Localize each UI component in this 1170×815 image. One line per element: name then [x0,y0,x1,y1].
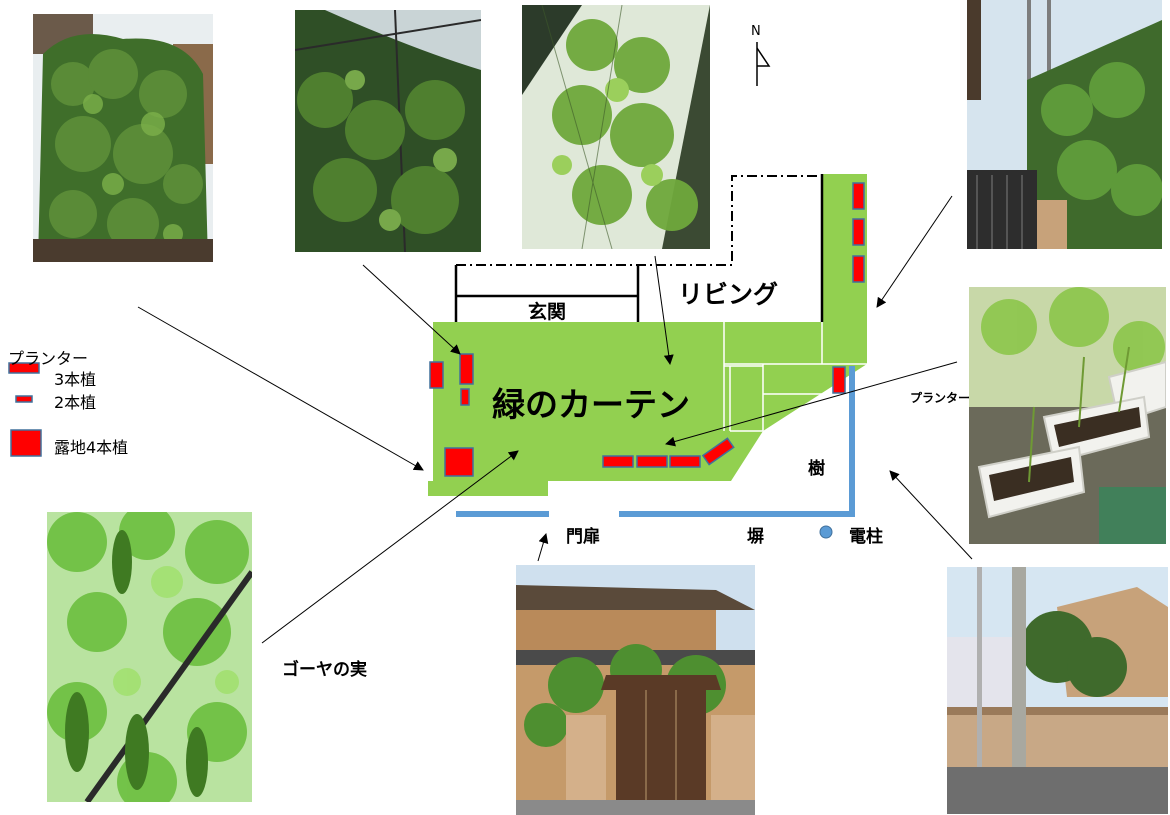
living-label: リビング [678,280,779,309]
legend-planter3-symbol [8,362,40,374]
planter [701,437,735,466]
arrow-photo4 [876,195,953,308]
planter [602,455,634,468]
photo-house-vine-wall [967,0,1162,249]
photo-vine-canopy-1 [295,10,481,252]
planter [832,366,846,394]
gate-label: 門扉 [566,527,600,547]
legend-planter2-label: 2本植 [54,393,97,412]
north-arrow-icon [756,42,771,86]
legend-planter3-label: 3本植 [54,370,97,389]
bitter-melon-fruit-label: ゴーヤの実 [282,660,367,680]
house-dashed-outline [456,175,822,266]
planter [852,218,865,246]
legend-header: プランター [8,349,89,368]
garden-strip [428,481,548,496]
ground-plot [444,447,474,477]
planter [669,455,701,468]
photo-vine-canopy-2 [522,5,710,249]
garden-area [433,174,867,481]
photo-front-gate [516,565,755,815]
utility-pole-marker [819,525,833,539]
photo-bitter-melon-fruit [47,512,252,802]
photo-street-pole [947,567,1168,814]
photo-vine-trellis [33,14,213,262]
arrow-photo5 [665,361,958,447]
planter [852,182,865,210]
pointer-arrows [137,195,973,644]
arrow-photo8 [889,470,973,560]
utility-pole-label: 電柱 [849,527,883,547]
arrow-photo7 [537,533,549,562]
wall-label: 塀 [747,527,764,547]
legend-ground4-label: 露地4本植 [54,438,129,457]
north-label: N [751,24,761,39]
entrance-label: 玄関 [528,301,567,323]
green-curtain-title: 緑のカーテン [492,385,690,424]
planter-small [460,388,470,406]
planter [852,255,865,283]
house-outline [454,174,824,322]
garden-dividers [723,322,867,432]
arrow-photo6 [261,450,519,644]
legend-ground4-symbol [10,429,42,457]
wall [456,366,855,517]
arrow-photo3 [654,255,674,365]
arrow-photo1 [137,306,424,471]
planter [429,361,444,389]
legend-symbols [8,362,42,457]
planter [459,353,474,385]
planter [636,455,668,468]
photo-planters [969,287,1166,544]
planter-photo-label: プランター [910,391,971,405]
legend-planter2-symbol [15,395,33,403]
tree-label: 樹 [808,459,825,479]
arrow-photo2 [362,264,461,355]
